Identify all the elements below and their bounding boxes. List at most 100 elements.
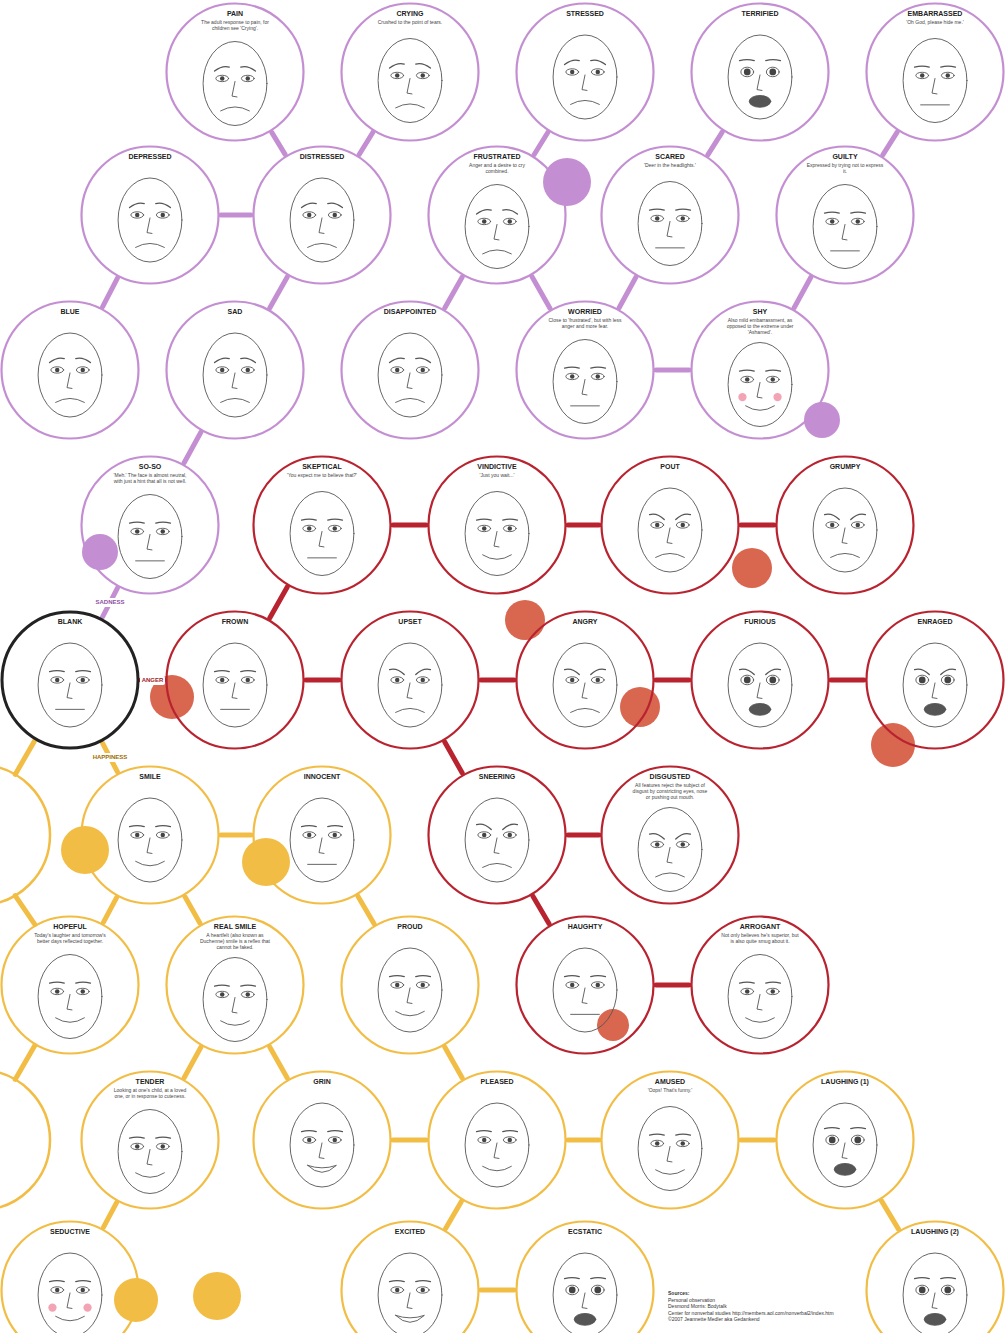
pupil	[830, 523, 834, 527]
pupil	[81, 368, 85, 372]
pupil	[220, 992, 224, 996]
emotion-circle: INNOCENT	[252, 765, 392, 905]
mouth	[571, 100, 600, 104]
pupil	[482, 219, 486, 223]
face-drawing	[118, 798, 182, 882]
eyebrow	[328, 519, 343, 520]
eyebrow	[915, 669, 930, 674]
text-block: BLUE	[30, 308, 110, 316]
emotion-title: HAUGHTY	[545, 923, 625, 931]
emotion-title: GUILTY	[805, 153, 885, 161]
nose	[932, 683, 937, 698]
eye	[478, 832, 491, 838]
eyebrow	[503, 824, 518, 829]
circle-border	[429, 147, 566, 284]
eyebrow	[50, 358, 65, 363]
branch-connector	[741, 1138, 774, 1143]
source-note: Personal observation	[668, 1297, 834, 1304]
circle-outline	[690, 300, 830, 440]
emotion-title: ENRAGED	[895, 618, 975, 626]
eye	[241, 75, 254, 81]
eyebrow	[766, 370, 781, 371]
eyebrow	[156, 203, 171, 208]
eye	[766, 67, 779, 77]
branch-connector	[185, 897, 200, 923]
pupil	[655, 216, 659, 220]
emotion-circle: ARROGANTNot only believes he's superior,…	[690, 915, 830, 1055]
emotion-title: EXCITED	[370, 1228, 450, 1236]
eye	[391, 72, 404, 78]
mouth	[656, 247, 685, 248]
eye	[416, 982, 429, 988]
eye	[591, 982, 604, 988]
circle-outline	[515, 1220, 655, 1333]
emotion-circle: SMILE	[80, 765, 220, 905]
note-blob	[732, 548, 772, 588]
branch-connector	[741, 523, 774, 528]
note-blob	[871, 723, 915, 767]
pupil	[55, 989, 59, 993]
nose	[842, 224, 847, 239]
pupil	[333, 213, 337, 217]
text-block: SNEERING	[457, 773, 537, 781]
eyebrow	[851, 212, 866, 213]
emotion-circle: LAUGHING (1)	[775, 1070, 915, 1210]
nose	[232, 683, 237, 698]
eye	[826, 218, 839, 224]
emotion-title: GRIN	[282, 1078, 362, 1086]
pupil	[246, 76, 250, 80]
circle-outline	[515, 915, 655, 1055]
emotion-title: FURIOUS	[720, 618, 800, 626]
eye	[741, 376, 754, 382]
circle-border	[692, 612, 829, 749]
branch-connector	[532, 277, 550, 309]
pupil	[246, 992, 250, 996]
nose	[667, 1146, 672, 1161]
nose	[494, 531, 499, 546]
head-outline	[553, 643, 617, 727]
circle-outline	[340, 1220, 480, 1333]
emotion-circle: STRESSED	[515, 2, 655, 142]
emotion-circle: PAINThe adult response to pain, for chil…	[165, 2, 305, 142]
branch-connector	[358, 896, 374, 924]
eyebrow	[477, 1131, 492, 1132]
emotion-description: 'Just you wait...'	[457, 472, 537, 478]
circle-outline	[600, 145, 740, 285]
eyebrow	[941, 1278, 956, 1279]
text-block: TERRIFIED	[720, 10, 800, 18]
nose	[494, 838, 499, 853]
nose	[232, 373, 237, 388]
pupil	[135, 833, 139, 837]
mouth	[56, 398, 85, 402]
nose	[147, 1149, 152, 1164]
pupil	[944, 1287, 951, 1294]
source-note: Sources:	[668, 1290, 834, 1297]
eyebrow	[390, 976, 405, 977]
mouth	[396, 1011, 425, 1016]
mouth	[746, 406, 775, 411]
blush	[738, 393, 746, 401]
emotion-circle: SNEERING	[427, 765, 567, 905]
eye	[651, 215, 664, 221]
pupil	[161, 213, 165, 217]
nose	[932, 1293, 937, 1308]
eye	[591, 373, 604, 379]
eye	[503, 1137, 516, 1143]
nose	[407, 78, 412, 93]
eye	[241, 991, 254, 997]
branch-connector	[445, 1047, 462, 1078]
mouth	[831, 250, 860, 251]
head-outline	[638, 808, 702, 892]
pupil	[919, 677, 926, 684]
nose	[319, 1143, 324, 1158]
mouth	[656, 873, 685, 877]
pupil	[596, 983, 600, 987]
pupil	[854, 1137, 861, 1144]
note-blob	[505, 600, 545, 640]
head-outline	[813, 488, 877, 572]
eyebrow	[416, 1281, 431, 1282]
branch-label: SADNESS	[93, 598, 126, 607]
branch-connector	[221, 213, 251, 218]
text-block: PROUD	[370, 923, 450, 931]
pupil	[569, 1287, 576, 1294]
